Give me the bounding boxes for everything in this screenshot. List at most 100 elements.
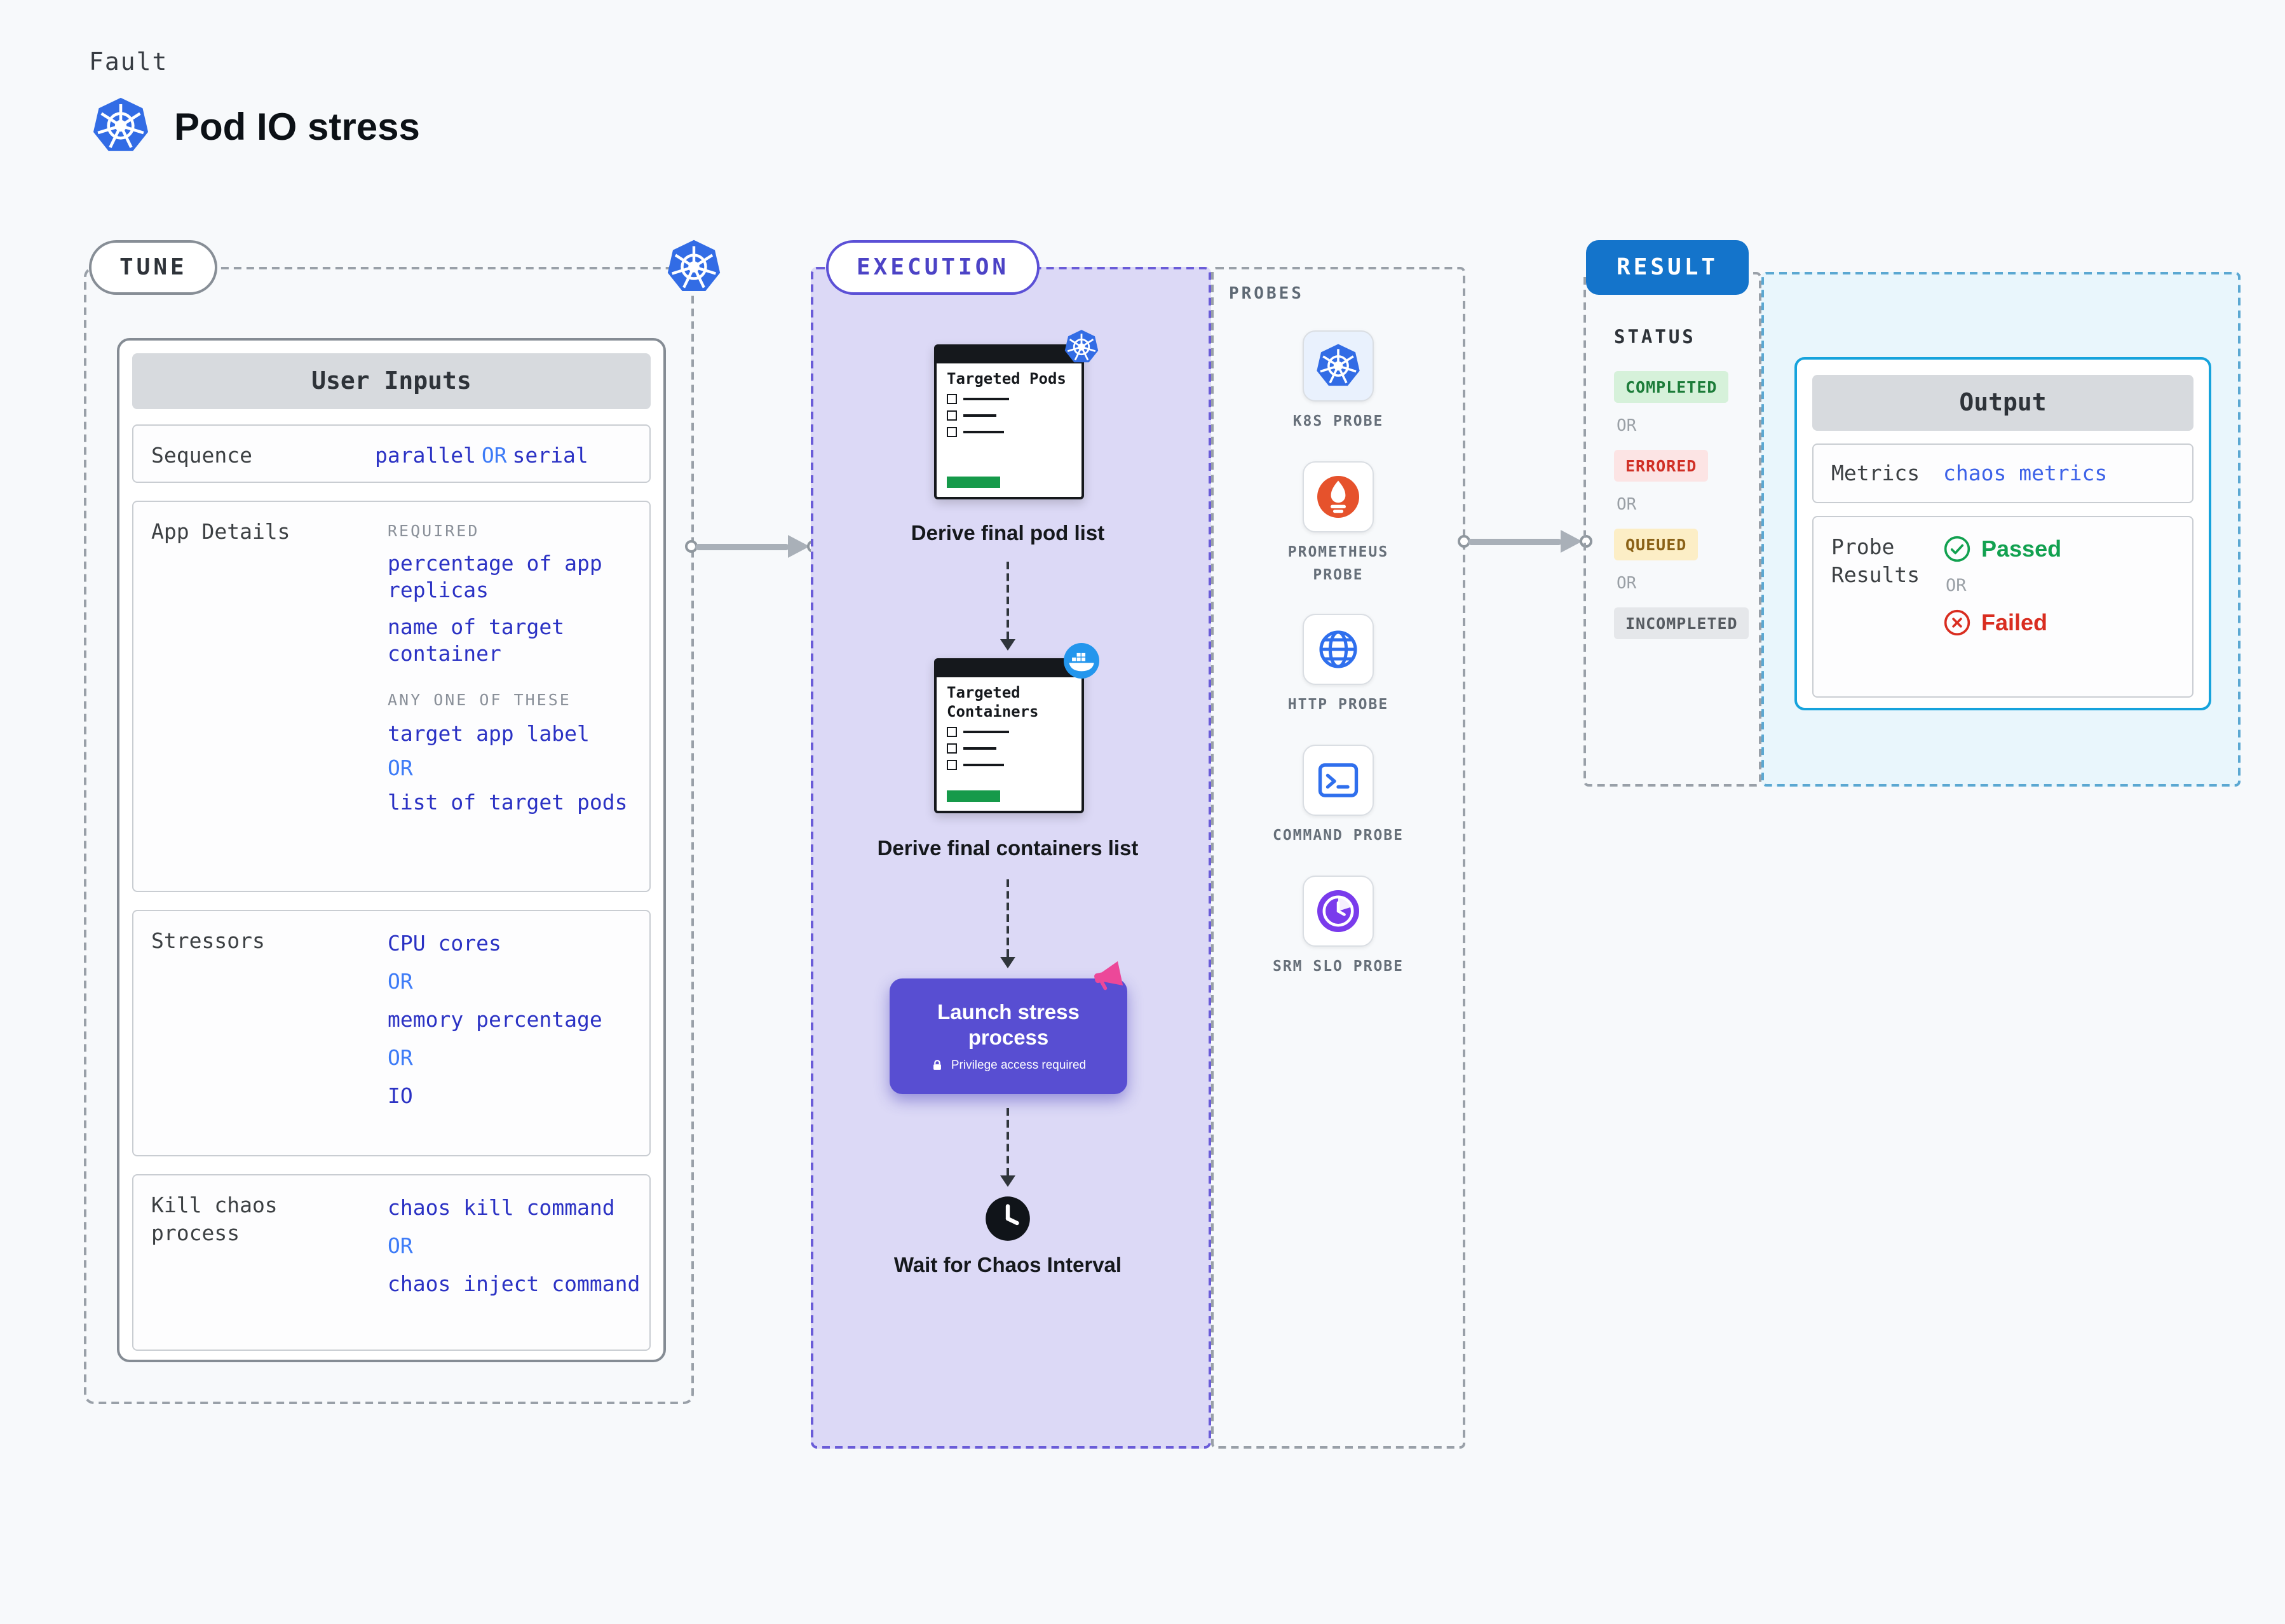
or-separator: OR <box>1946 576 1967 596</box>
probe-item: PROMETHEUS PROBE <box>1267 461 1409 586</box>
probes-panel <box>1211 267 1465 1449</box>
or-separator: OR <box>388 970 413 994</box>
page-title: Pod IO stress <box>174 107 420 149</box>
fault-kicker: Fault <box>89 48 168 76</box>
or-separator: OR <box>1617 574 1637 593</box>
pod-list-item <box>947 410 1071 421</box>
kubernetes-icon <box>92 97 150 155</box>
tune-to-execution-arrow <box>685 535 820 558</box>
kill-chaos-label: Kill chaos process <box>151 1193 278 1245</box>
status-badge-errored: ERRORED <box>1614 450 1709 482</box>
probe-item: K8S PROBE <box>1293 330 1384 433</box>
kill-command: chaos kill command <box>388 1196 615 1220</box>
kubernetes-icon <box>666 239 722 295</box>
inject-command: chaos inject command <box>388 1272 641 1296</box>
kill-chaos-row: Kill chaos process chaos kill command OR… <box>132 1174 651 1351</box>
flow-arrow-down <box>999 1108 1017 1187</box>
x-circle-icon <box>1944 609 1970 636</box>
stressors-row: Stressors CPU cores OR memory percentage… <box>132 910 651 1156</box>
probes-list: K8S PROBE PROMETHEUS PROBE HTTP PROBE CO… <box>1211 330 1465 978</box>
required-heading: REQUIRED <box>388 521 480 540</box>
pod-list-item <box>947 394 1071 404</box>
probe-results-label: Probe Results <box>1831 535 1920 587</box>
probe-label: SRM SLO PROBE <box>1272 957 1404 975</box>
docker-icon <box>1064 643 1099 679</box>
probe-result-failed: Failed <box>1943 609 2047 637</box>
status-badge-completed: COMPLETED <box>1614 371 1729 403</box>
probe-item: SRM SLO PROBE <box>1273 876 1404 978</box>
stressor-cpu: CPU cores <box>388 931 501 956</box>
clock-icon <box>984 1194 1032 1243</box>
or-separator: OR <box>388 756 413 780</box>
or-separator: OR <box>1617 496 1637 515</box>
pod-list-item <box>947 427 1071 437</box>
progress-bar <box>947 477 1000 488</box>
privilege-note: Privilege access required <box>951 1059 1087 1073</box>
metrics-row: Metrics chaos metrics <box>1812 443 2193 503</box>
result-label: RESULT <box>1586 240 1749 295</box>
wait-caption: Wait for Chaos Interval <box>893 1254 1122 1277</box>
option-target-pods: list of target pods <box>388 790 628 815</box>
or-separator: OR <box>1617 417 1637 436</box>
app-details-label: App Details <box>151 520 290 544</box>
step-caption: Derive final containers list <box>877 837 1139 860</box>
check-circle-icon <box>1944 536 1970 562</box>
or-separator: OR <box>388 1046 413 1070</box>
output-card: Output Metrics chaos metrics Probe Resul… <box>1794 357 2211 710</box>
tune-section <box>84 267 694 1404</box>
targeted-containers-window: Targeted Containers <box>934 658 1084 813</box>
step-caption: Derive final pod list <box>911 522 1105 545</box>
lock-icon <box>933 1060 942 1071</box>
any-one-heading: ANY ONE OF THESE <box>388 690 571 709</box>
required-item: name of target container <box>388 615 565 666</box>
required-item: percentage of app replicas <box>388 551 602 602</box>
sequence-label: Sequence <box>151 443 252 468</box>
megaphone-icon <box>1092 961 1123 992</box>
prometheus-icon <box>1303 461 1374 532</box>
metrics-value: chaos metrics <box>1943 461 2108 485</box>
window-title: Targeted Containers <box>947 684 1039 721</box>
container-list-item <box>947 743 1071 754</box>
progress-bar <box>947 790 1000 802</box>
or-separator: OR <box>388 1234 413 1258</box>
probe-item: HTTP PROBE <box>1288 614 1389 717</box>
status-badge-queued: QUEUED <box>1614 529 1698 560</box>
window-titlebar <box>937 347 1081 363</box>
sequence-row: Sequence parallel OR serial <box>132 424 651 483</box>
kubernetes-icon <box>1303 330 1374 402</box>
output-title: Output <box>1812 375 2193 431</box>
container-list-item <box>947 727 1071 737</box>
probe-label: PROMETHEUS PROBE <box>1287 542 1389 583</box>
user-inputs-card: User Inputs Sequence parallel OR serial … <box>117 338 666 1362</box>
status-badge-incompleted: INCOMPLETED <box>1614 607 1749 639</box>
metrics-label: Metrics <box>1831 461 1920 485</box>
globe-icon <box>1303 614 1374 686</box>
stressor-io: IO <box>388 1084 413 1108</box>
sequence-value-parallel: parallel <box>375 443 476 468</box>
launch-title: Launch stress process <box>937 1001 1080 1050</box>
slo-clock-icon <box>1302 876 1374 947</box>
flow-arrow-down <box>999 562 1017 651</box>
probe-results-row: Probe Results Passed OR Failed <box>1812 516 2193 698</box>
sequence-or: OR <box>481 443 507 468</box>
status-title: STATUS <box>1614 328 1696 348</box>
execution-label: EXECUTION <box>826 240 1040 295</box>
container-list-item <box>947 760 1071 770</box>
flow-arrow-down <box>999 879 1017 968</box>
status-badges: COMPLETED OR ERRORED OR QUEUED OR INCOMP… <box>1614 371 1749 639</box>
window-title: Targeted Pods <box>947 370 1066 388</box>
probe-item: COMMAND PROBE <box>1273 745 1404 848</box>
window-titlebar <box>937 661 1081 677</box>
stressor-memory: memory percentage <box>388 1008 602 1032</box>
probe-label: COMMAND PROBE <box>1272 826 1404 844</box>
tune-label: TUNE <box>89 240 218 295</box>
probe-label: K8S PROBE <box>1292 412 1384 430</box>
terminal-icon <box>1302 745 1374 816</box>
execution-to-result-arrow <box>1458 530 1592 553</box>
app-details-row: App Details REQUIRED percentage of app r… <box>132 501 651 892</box>
kubernetes-icon <box>1064 329 1099 365</box>
option-target-app-label: target app label <box>388 722 590 746</box>
stressors-label: Stressors <box>151 929 265 953</box>
